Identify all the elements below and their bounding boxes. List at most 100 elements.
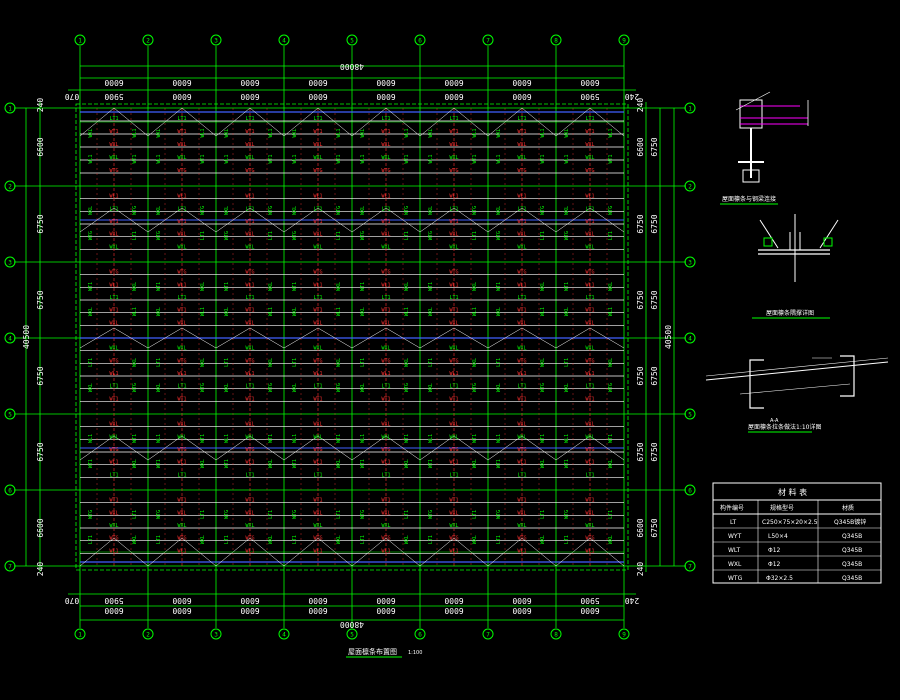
member-label: WL1	[381, 371, 390, 377]
member-label: LT1	[360, 535, 366, 544]
axis-bubble-label: 7	[486, 632, 490, 639]
member-label: LT1	[177, 384, 186, 390]
member-label: WXL	[360, 206, 366, 215]
member-label: WXL	[540, 459, 546, 468]
member-label: LT1	[472, 231, 478, 240]
member-label: WXL	[517, 320, 526, 326]
dim-right-outer: 6750	[650, 442, 659, 461]
member-label: WT1	[449, 396, 458, 402]
member-label: WT1	[381, 308, 390, 314]
member-label: WT1	[313, 129, 322, 135]
member-label: WTG	[177, 270, 186, 276]
member-label: WT1	[177, 129, 186, 135]
member-label: WXL	[381, 142, 390, 148]
member-label: WL1	[245, 282, 254, 288]
member-label: LT1	[336, 510, 342, 519]
member-label: LT1	[496, 358, 502, 367]
member-label: WL1	[109, 460, 118, 466]
member-label: WT1	[496, 282, 502, 291]
detail3-purlin	[840, 355, 855, 397]
member-label: WXL	[517, 232, 526, 238]
member-label: WTG	[336, 383, 342, 392]
member-label: WXL	[200, 358, 206, 367]
member-label: WXL	[109, 434, 118, 440]
axis-bubble-label: 7	[486, 38, 490, 45]
member-label: LT1	[245, 384, 254, 390]
member-label: LT1	[585, 384, 594, 390]
dim-top-bay: 6000	[104, 78, 123, 87]
member-label: WXL	[292, 383, 298, 392]
member-label: WL1	[336, 128, 342, 137]
member-label: WXL	[109, 244, 118, 250]
member-label: LT1	[292, 358, 298, 367]
detail-purlin-beam: 屋面檩条与钢梁连接	[720, 91, 809, 205]
member-label: WT1	[564, 282, 570, 291]
axis-bubble	[684, 408, 696, 420]
member-label: WT1	[313, 308, 322, 314]
member-label: LT1	[88, 358, 94, 367]
member-label: WL1	[381, 282, 390, 288]
dim-bottom-sub: 6000	[512, 596, 531, 605]
member-label: WL1	[245, 371, 254, 377]
detail2-caption: 屋面檩条隅撑详图	[766, 309, 814, 317]
member-label: LT1	[132, 231, 138, 240]
detail1-plate	[742, 169, 760, 183]
member-label: LT1	[540, 231, 546, 240]
dim-bottom-sub: 6000	[240, 596, 259, 605]
axis-bubble-label: 5	[8, 412, 12, 419]
dim-bottom-sub: 5900	[580, 596, 599, 605]
dim-right: 6600	[636, 137, 645, 156]
member-label: WL1	[313, 548, 322, 554]
brace-diagonal	[555, 207, 591, 233]
axis-bubble	[482, 628, 494, 640]
brace-diagonal	[453, 435, 489, 461]
member-label: WL1	[585, 548, 594, 554]
axis-bubble-label: 2	[688, 184, 692, 191]
member-label: LT1	[517, 116, 526, 122]
member-label: WT1	[517, 498, 526, 504]
member-label: LT1	[381, 472, 390, 478]
brace-diagonal	[351, 327, 387, 349]
member-label: WT1	[109, 498, 118, 504]
member-label: WT1	[313, 498, 322, 504]
brace-diagonal	[419, 435, 455, 461]
member-label: WL1	[313, 371, 322, 377]
member-label: WXL	[336, 535, 342, 544]
member-label: WTG	[156, 510, 162, 519]
dim-top-sub: 6000	[172, 92, 191, 101]
member-label: WT1	[177, 308, 186, 314]
member-label: WXL	[449, 523, 458, 529]
member-label: WXL	[200, 282, 206, 291]
member-label: LT1	[313, 384, 322, 390]
axis-bubble	[414, 628, 426, 640]
member-label: WTG	[449, 168, 458, 174]
axis-bubble	[482, 34, 494, 46]
member-label: WTG	[564, 510, 570, 519]
member-label: WXL	[88, 206, 94, 215]
member-label: WXL	[472, 358, 478, 367]
member-label: WT1	[245, 396, 254, 402]
member-label: WL1	[517, 282, 526, 288]
member-label: WL1	[268, 128, 274, 137]
member-label: WXL	[313, 434, 322, 440]
axis-bubble	[4, 332, 16, 344]
dim-bottom-sub: 6000	[376, 596, 395, 605]
detail1-caption: 屋面檩条与钢梁连接	[722, 195, 776, 203]
member-label: WTG	[449, 447, 458, 453]
brace-diagonal	[181, 207, 217, 233]
member-label: WTG	[496, 231, 502, 240]
member-label: LT1	[428, 535, 434, 544]
member-label: LT1	[517, 384, 526, 390]
dim-top-bay: 6000	[444, 78, 463, 87]
member-label: WTG	[564, 231, 570, 240]
member-label: WL1	[585, 460, 594, 466]
member-label: WXL	[585, 422, 594, 428]
member-label: WTG	[517, 536, 526, 542]
member-label: WXL	[245, 320, 254, 326]
member-label: WXL	[177, 320, 186, 326]
member-label: WL1	[177, 282, 186, 288]
member-label: WXL	[224, 128, 230, 137]
member-label: WTG	[268, 206, 274, 215]
dim-top-bay: 6000	[308, 78, 327, 87]
member-label: WTG	[313, 447, 322, 453]
